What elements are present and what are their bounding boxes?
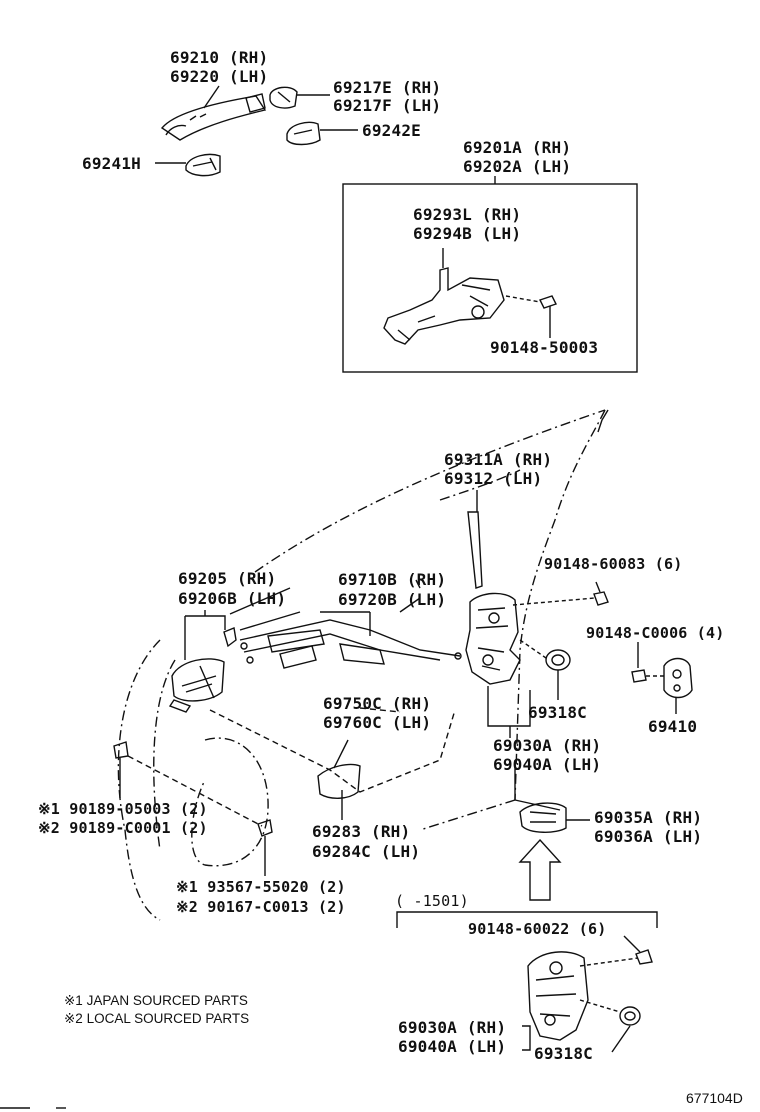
handle-pad-icon bbox=[286, 121, 321, 146]
label-striker-69410: 69410 bbox=[648, 717, 698, 736]
screw-3-icon bbox=[635, 949, 653, 965]
door-cover-icon bbox=[317, 763, 361, 799]
bolt-icon bbox=[505, 295, 557, 309]
up-arrow-icon bbox=[518, 838, 562, 901]
clip-icon bbox=[223, 627, 237, 648]
label-cover-rh: 69283 (RH) bbox=[312, 822, 411, 841]
handle-cover-icon bbox=[269, 86, 298, 109]
inside-handle-icon bbox=[168, 658, 225, 713]
label-cable-rh: 69710B (RH) bbox=[338, 570, 447, 589]
label-protector-rh: 69035A (RH) bbox=[594, 808, 703, 827]
label-lock-lh: 69040A (LH) bbox=[493, 755, 602, 774]
grommet-2-icon bbox=[619, 1006, 641, 1026]
rod-icon bbox=[467, 511, 483, 589]
label-clip-c0001: ※2 90189-C0001 (2) bbox=[38, 819, 208, 837]
label-rod-rh: 69311A (RH) bbox=[444, 450, 553, 469]
handle-pad-2-icon bbox=[185, 153, 221, 177]
label-cover-lh: 69284C (LH) bbox=[312, 842, 421, 861]
label-grommet-69318c: 69318C bbox=[528, 703, 587, 722]
label-rod-lh: 69312 (LH) bbox=[444, 469, 543, 488]
label-frame-lh: 69202A (LH) bbox=[463, 157, 572, 176]
handle-frame-icon bbox=[383, 267, 505, 345]
label-handle-lh: 69220 (LH) bbox=[170, 67, 269, 86]
label-lock-rh: 69030A (RH) bbox=[493, 736, 602, 755]
label-lock2-rh: 69030A (RH) bbox=[398, 1018, 507, 1037]
label-inside-handle-lh: 69206B (LH) bbox=[178, 589, 287, 608]
note-local-sourced: ※2 LOCAL SOURCED PARTS bbox=[64, 1011, 250, 1026]
label-frame-rh: 69201A (RH) bbox=[463, 138, 572, 157]
screw-2-icon bbox=[257, 819, 273, 837]
wheel-arch bbox=[117, 639, 269, 921]
protector-icon bbox=[519, 802, 567, 833]
label-cable-lh: 69720B (LH) bbox=[338, 590, 447, 609]
label-lock2-lh: 69040A (LH) bbox=[398, 1037, 507, 1056]
label-clip-05003: ※1 90189-05003 (2) bbox=[38, 800, 208, 818]
label-frame-l-rh: 69293L (RH) bbox=[413, 205, 522, 224]
label-screw-c0013: ※2 90167-C0013 (2) bbox=[176, 898, 346, 916]
door-lock-icon bbox=[465, 592, 521, 685]
label-inside-handle-rh: 69205 (RH) bbox=[178, 569, 277, 588]
label-screw-60022: 90148-60022 (6) bbox=[468, 920, 607, 938]
cable-icon bbox=[239, 619, 462, 669]
screw-icon bbox=[593, 591, 609, 606]
label-cover-f-lh: 69217F (LH) bbox=[333, 96, 442, 115]
outside-handle-icon bbox=[160, 93, 267, 141]
label-screw-c0006: 90148-C0006 (4) bbox=[586, 624, 725, 642]
door-outline bbox=[254, 409, 606, 831]
label-cable2-lh: 69760C (LH) bbox=[323, 713, 432, 732]
label-frame-b-lh: 69294B (LH) bbox=[413, 224, 522, 243]
striker-icon bbox=[631, 657, 693, 699]
label-range: ( -1501) bbox=[395, 892, 469, 910]
clip-2-icon bbox=[113, 741, 129, 759]
label-bolt-50003: 90148-50003 bbox=[490, 338, 599, 357]
door-lock-2-icon bbox=[527, 951, 589, 1041]
label-handle-rh: 69210 (RH) bbox=[170, 48, 269, 67]
label-pad-242e: 69242E bbox=[362, 121, 421, 140]
grommet-icon bbox=[545, 649, 571, 671]
label-screw-55020: ※1 93567-55020 (2) bbox=[176, 878, 346, 896]
label-grommet2: 69318C bbox=[534, 1044, 593, 1063]
label-cable2-rh: 69750C (RH) bbox=[323, 694, 432, 713]
figure-id: 677104D bbox=[686, 1090, 743, 1106]
label-screw-60083: 90148-60083 (6) bbox=[544, 555, 683, 573]
label-pad-241h: 69241H bbox=[82, 154, 141, 173]
label-cover-e-rh: 69217E (RH) bbox=[333, 78, 442, 97]
note-japan-sourced: ※1 JAPAN SOURCED PARTS bbox=[64, 993, 248, 1008]
label-protector-lh: 69036A (LH) bbox=[594, 827, 703, 846]
